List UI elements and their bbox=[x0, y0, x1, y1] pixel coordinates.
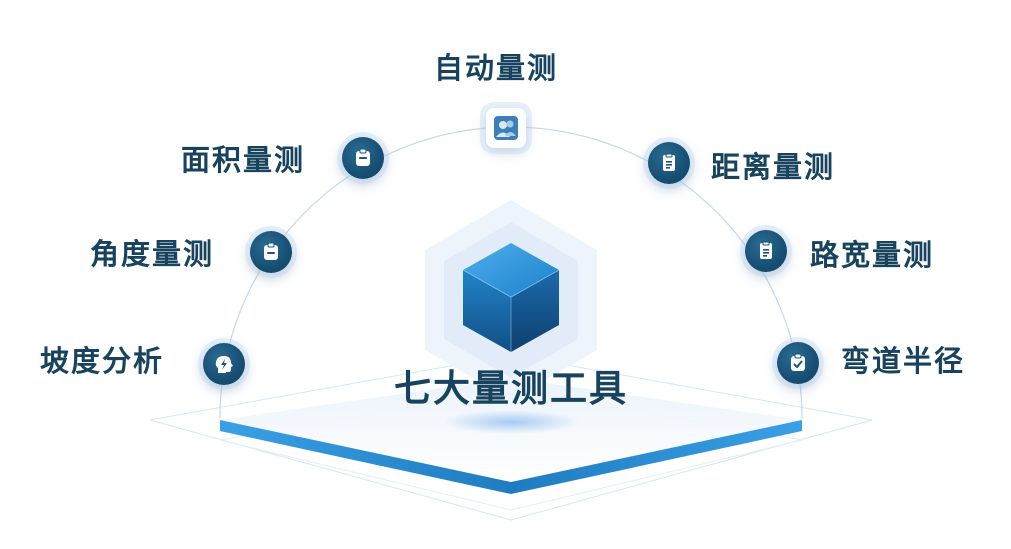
cube-icon bbox=[462, 243, 560, 352]
cube-glow bbox=[443, 410, 579, 434]
clipboard-check-icon bbox=[791, 353, 805, 371]
tool-node-auto[interactable] bbox=[486, 108, 526, 148]
tool-label-curve-radius: 弯道半径 bbox=[841, 344, 966, 378]
document-icon bbox=[663, 153, 675, 171]
center-title: 七大量测工具 bbox=[394, 367, 628, 410]
tool-label-distance: 距离量测 bbox=[711, 150, 836, 184]
tool-node-distance[interactable] bbox=[648, 142, 690, 184]
tool-label-area: 面积量测 bbox=[181, 143, 306, 177]
tool-label-angle: 角度量测 bbox=[90, 237, 215, 271]
tool-label-slope: 坡度分析 bbox=[40, 344, 165, 378]
tool-node-area[interactable] bbox=[342, 137, 384, 179]
tool-label-road-width: 路宽量测 bbox=[810, 238, 935, 272]
clipboard-icon bbox=[264, 242, 278, 260]
tool-node-curve-radius[interactable] bbox=[777, 342, 819, 384]
head-bolt-icon bbox=[215, 356, 233, 373]
tool-label-auto: 自动量测 bbox=[434, 51, 559, 85]
document-icon bbox=[760, 241, 772, 259]
tool-node-road-width[interactable] bbox=[745, 230, 787, 272]
user-group-icon bbox=[494, 116, 518, 140]
tool-node-slope[interactable] bbox=[203, 343, 245, 385]
tool-node-angle[interactable] bbox=[250, 231, 292, 273]
clipboard-icon bbox=[356, 148, 370, 166]
